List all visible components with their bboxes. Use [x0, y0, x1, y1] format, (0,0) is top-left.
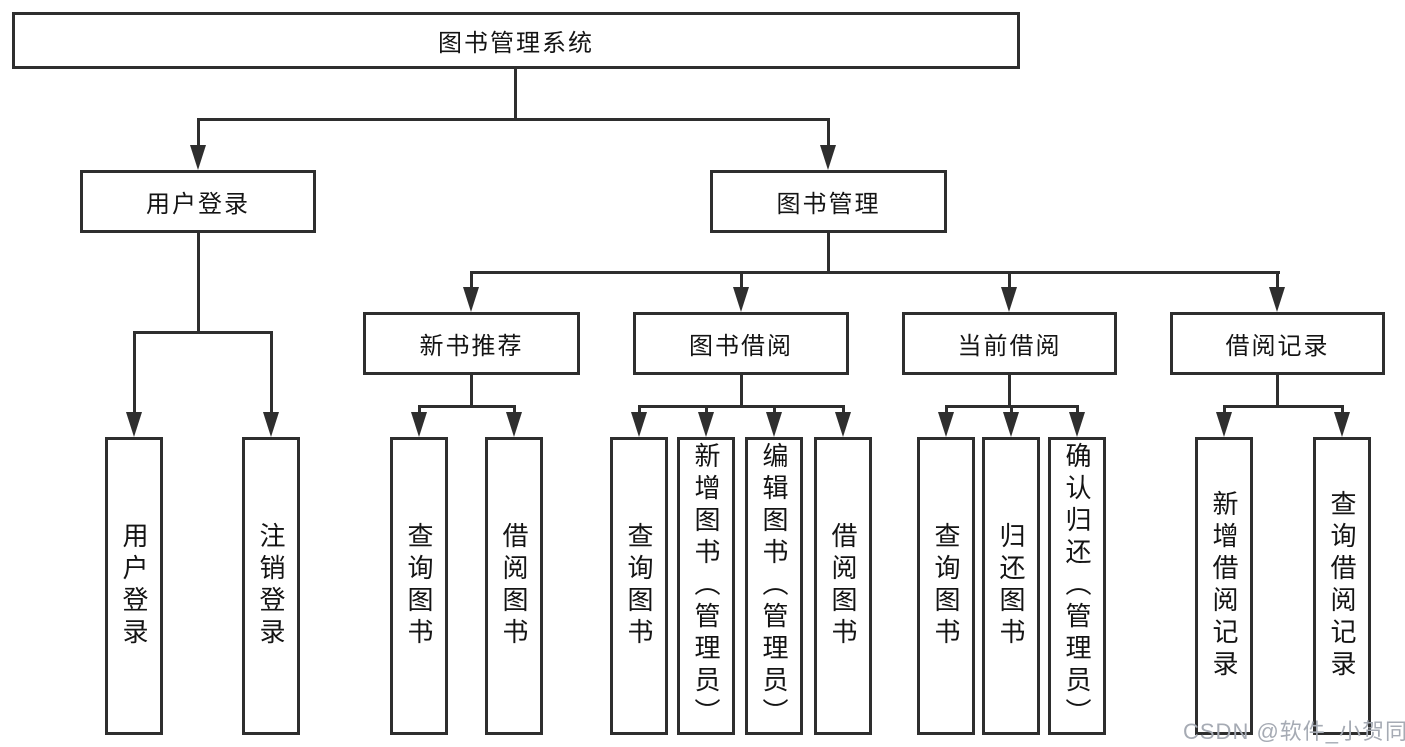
- connector-leaf-drop: [270, 331, 273, 414]
- node-label: 图书借阅: [689, 333, 793, 360]
- arrowhead-down-icon: [766, 412, 782, 437]
- leaf-label: 确认归还（管理员）: [1062, 442, 1092, 730]
- connector-l3-drop: [740, 271, 743, 289]
- arrowhead-down-icon: [411, 412, 427, 437]
- connector-l3-drop: [470, 271, 473, 289]
- connector-root-rail: [197, 118, 830, 121]
- leaf-return-books: 归还图书: [982, 437, 1040, 735]
- leaf-query-books-borrowing: 查询图书: [610, 437, 668, 735]
- connector-leaf-drop: [1076, 405, 1079, 415]
- connector-leaf-drop: [418, 405, 421, 415]
- node-label: 新书推荐: [419, 333, 524, 360]
- connector-group-stem: [1008, 375, 1011, 408]
- connector-book-mgmt-drop: [827, 118, 830, 147]
- node-library-management-system: 图书管理系统: [12, 12, 1020, 69]
- connector-leaf-drop: [1223, 405, 1226, 415]
- connector-leaf-drop: [773, 405, 776, 415]
- connector-user-branch-rail: [133, 331, 273, 334]
- arrowhead-down-icon: [938, 412, 954, 437]
- connector-l3-drop: [1008, 271, 1011, 289]
- connector-user-branch-stem: [197, 233, 200, 334]
- leaf-logout: 注销登录: [242, 437, 300, 735]
- connector-group-rail: [638, 405, 845, 408]
- arrowhead-down-icon: [506, 412, 522, 437]
- connector-leaf-drop: [1010, 405, 1013, 415]
- connector-group-stem: [470, 375, 473, 408]
- leaf-label: 查询图书: [931, 522, 961, 650]
- arrowhead-down-icon: [1001, 287, 1017, 312]
- leaf-label: 归还图书: [996, 522, 1026, 650]
- csdn-watermark: CSDN @软件_小贺同学: [1183, 719, 1405, 744]
- arrowhead-down-icon: [1269, 287, 1285, 312]
- leaf-label: 查询借阅记录: [1327, 490, 1357, 682]
- leaf-label: 借阅图书: [499, 522, 529, 650]
- node-new-book-recommend: 新书推荐: [363, 312, 580, 375]
- leaf-label: 新增借阅记录: [1209, 490, 1239, 682]
- connector-book-branch-rail: [470, 271, 1280, 274]
- connector-group-stem: [1276, 375, 1279, 408]
- leaf-label: 编辑图书（管理员）: [759, 442, 789, 730]
- connector-leaf-drop: [513, 405, 516, 415]
- leaf-add-borrow-record: 新增借阅记录: [1195, 437, 1253, 735]
- node-user-login-branch: 用户登录: [80, 170, 316, 233]
- connector-leaf-drop: [638, 405, 641, 415]
- arrowhead-down-icon: [1003, 412, 1019, 437]
- connector-leaf-drop: [133, 331, 136, 414]
- leaf-query-borrow-record: 查询借阅记录: [1313, 437, 1371, 735]
- arrowhead-down-icon: [631, 412, 647, 437]
- node-label: 图书管理: [776, 191, 881, 218]
- leaf-label: 注销登录: [256, 522, 286, 650]
- arrowhead-down-icon: [820, 145, 836, 170]
- connector-book-branch-stem: [827, 233, 830, 274]
- node-book-borrowing: 图书借阅: [633, 312, 849, 375]
- connector-l3-drop: [1276, 271, 1279, 289]
- node-book-management-branch: 图书管理: [710, 170, 947, 233]
- node-label: 借阅记录: [1225, 333, 1330, 360]
- arrowhead-down-icon: [126, 412, 142, 437]
- connector-group-rail: [1223, 405, 1344, 408]
- connector-root-stem: [514, 69, 517, 121]
- node-borrowing-records: 借阅记录: [1170, 312, 1385, 375]
- leaf-query-books-recommend: 查询图书: [390, 437, 448, 735]
- arrowhead-down-icon: [733, 287, 749, 312]
- leaf-add-books-admin: 新增图书（管理员）: [677, 437, 735, 735]
- leaf-borrow-books-recommend: 借阅图书: [485, 437, 543, 735]
- leaf-borrow-books-borrowing: 借阅图书: [814, 437, 872, 735]
- connector-group-stem: [740, 375, 743, 408]
- arrowhead-down-icon: [835, 412, 851, 437]
- node-label: 当前借阅: [957, 333, 1062, 360]
- arrowhead-down-icon: [190, 145, 206, 170]
- leaf-label: 查询图书: [404, 522, 434, 650]
- leaf-query-books-current: 查询图书: [917, 437, 975, 735]
- leaf-edit-books-admin: 编辑图书（管理员）: [745, 437, 803, 735]
- arrowhead-down-icon: [1069, 412, 1085, 437]
- connector-leaf-drop: [1341, 405, 1344, 415]
- arrowhead-down-icon: [1334, 412, 1350, 437]
- arrowhead-down-icon: [463, 287, 479, 312]
- leaf-label: 用户登录: [119, 522, 149, 650]
- connector-leaf-drop: [842, 405, 845, 415]
- node-label: 用户登录: [146, 191, 250, 218]
- leaf-label: 查询图书: [624, 522, 654, 650]
- leaf-label: 借阅图书: [828, 522, 858, 650]
- arrowhead-down-icon: [698, 412, 714, 437]
- arrowhead-down-icon: [263, 412, 279, 437]
- connector-group-rail: [418, 405, 516, 408]
- leaf-label: 新增图书（管理员）: [691, 442, 721, 730]
- leaf-confirm-return-admin: 确认归还（管理员）: [1048, 437, 1106, 735]
- connector-leaf-drop: [945, 405, 948, 415]
- connector-leaf-drop: [705, 405, 708, 415]
- node-current-borrowing: 当前借阅: [902, 312, 1117, 375]
- arrowhead-down-icon: [1216, 412, 1232, 437]
- node-label: 图书管理系统: [438, 30, 594, 57]
- leaf-user-login: 用户登录: [105, 437, 163, 735]
- connector-user-login-drop: [197, 118, 200, 147]
